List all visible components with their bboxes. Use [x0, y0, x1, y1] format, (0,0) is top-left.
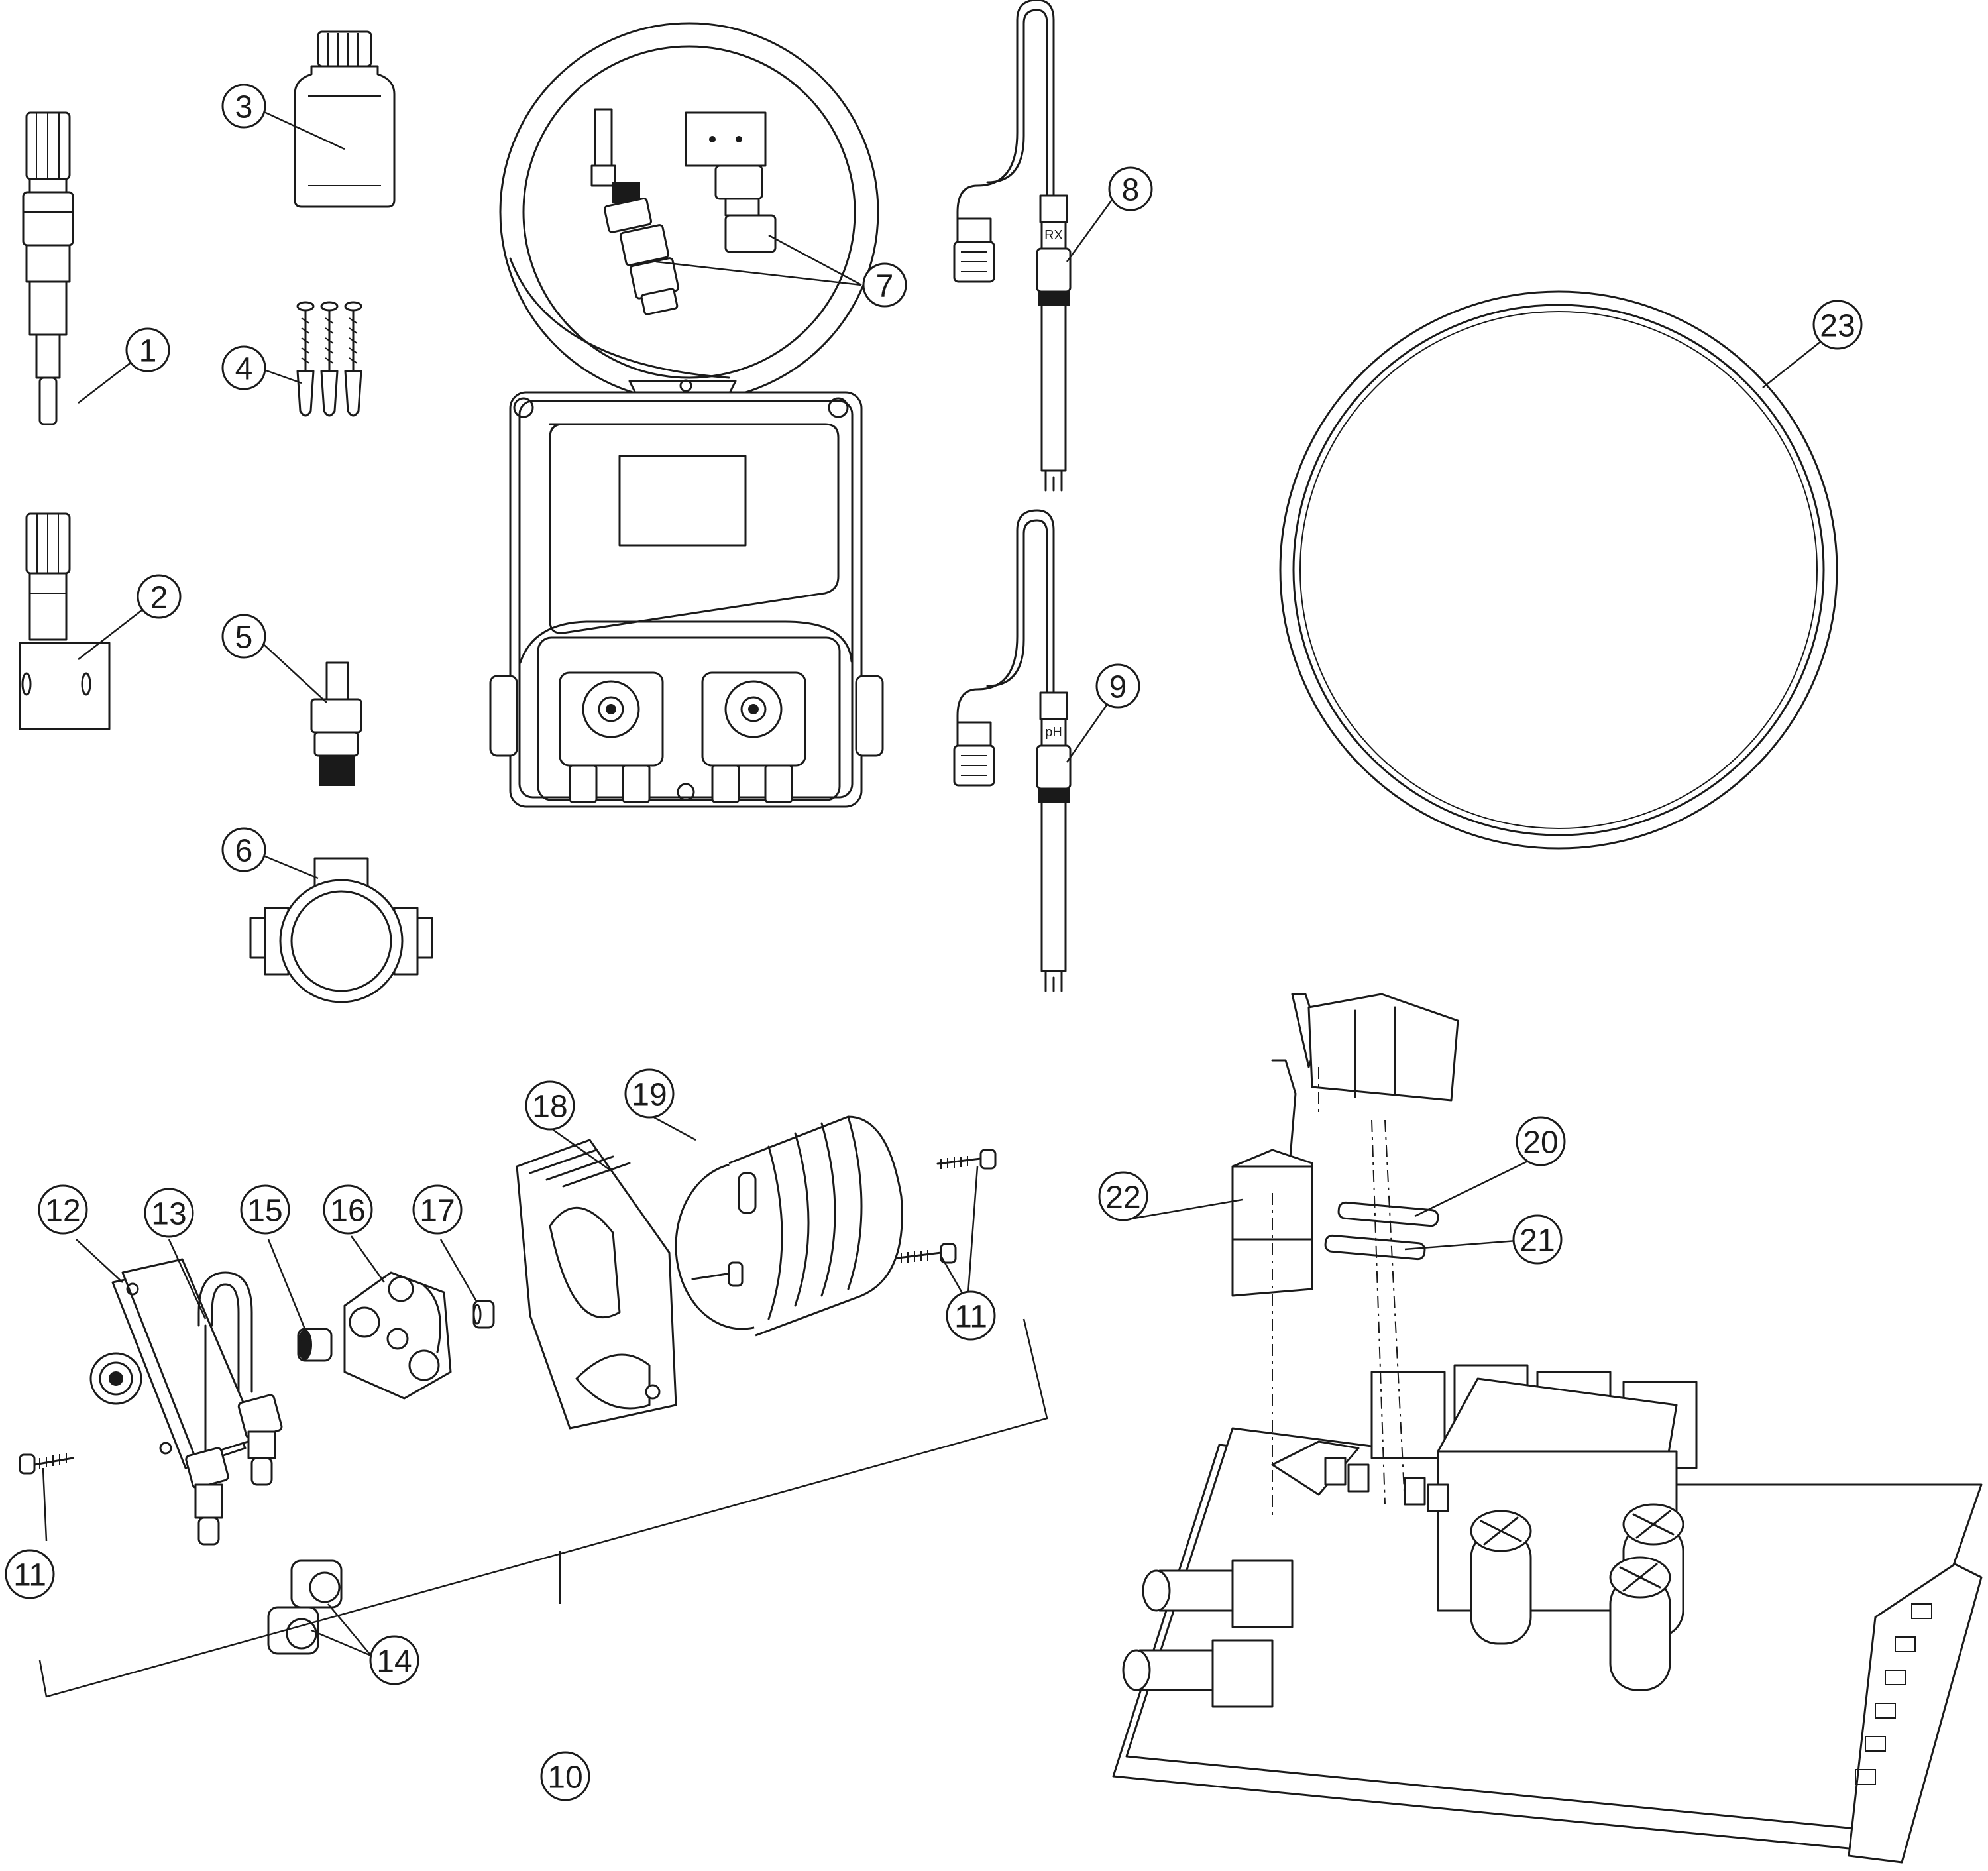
svg-text:3: 3	[235, 90, 253, 125]
callout-23: 23	[1812, 300, 1863, 350]
svg-text:20: 20	[1523, 1125, 1558, 1161]
callout-8: 8	[1108, 166, 1153, 211]
part-compression-nuts	[267, 1559, 343, 1655]
svg-text:21: 21	[1519, 1223, 1555, 1259]
svg-text:7: 7	[876, 269, 894, 304]
svg-text:23: 23	[1820, 309, 1855, 344]
part-bottle	[294, 30, 396, 208]
svg-text:13: 13	[151, 1197, 186, 1232]
callout-5: 5	[221, 614, 266, 659]
svg-text:17: 17	[419, 1194, 455, 1229]
callout-17: 17	[412, 1184, 463, 1235]
callout-11-top: 11	[946, 1290, 996, 1341]
callout-10: 10	[540, 1751, 590, 1801]
callout-20: 20	[1516, 1116, 1566, 1166]
part-relay-cover	[1271, 993, 1459, 1174]
callout-2: 2	[137, 574, 182, 619]
assembly-line	[1384, 1119, 1406, 1505]
part-pipe-saddle	[249, 857, 433, 1003]
callout-22: 22	[1098, 1171, 1148, 1221]
callout-9: 9	[1095, 663, 1140, 709]
svg-text:19: 19	[632, 1078, 667, 1113]
assembly-line	[1371, 1119, 1386, 1505]
svg-text:22: 22	[1105, 1180, 1140, 1216]
part-bearing	[297, 1328, 333, 1362]
callout-19: 19	[624, 1068, 675, 1119]
callout-4: 4	[221, 345, 266, 390]
svg-text:1: 1	[139, 334, 157, 369]
callout-11-left: 11	[5, 1549, 55, 1599]
svg-text:5: 5	[235, 620, 253, 655]
callout-15: 15	[240, 1184, 290, 1235]
callout-21: 21	[1512, 1214, 1563, 1265]
part-screws-and-plugs	[296, 301, 362, 417]
callout-18: 18	[525, 1080, 575, 1131]
part-pump-head-plate	[89, 1258, 260, 1469]
part-ph-probe: pH	[953, 509, 1072, 992]
svg-text:6: 6	[235, 834, 253, 869]
part-circuit-board	[1112, 1364, 1983, 1864]
kit-bracket	[38, 1318, 1048, 1698]
leader-lines	[42, 108, 1822, 1657]
part-motor	[675, 1115, 903, 1337]
part-tank-lid-with-holders	[499, 22, 879, 402]
callout-1: 1	[125, 327, 170, 372]
part-rx-probe: RX	[953, 0, 1072, 492]
part-injection-valve	[22, 111, 74, 425]
rx-probe-label: RX	[1044, 228, 1063, 243]
callout-14: 14	[369, 1635, 419, 1685]
part-fitting	[310, 661, 362, 786]
svg-text:12: 12	[45, 1194, 80, 1229]
callout-13: 13	[144, 1188, 194, 1238]
part-pump-cover	[516, 1139, 677, 1430]
part-screws-pump	[19, 1149, 997, 1475]
part-probe-holder-block	[19, 512, 111, 730]
svg-text:11: 11	[13, 1558, 46, 1593]
svg-text:4: 4	[235, 352, 253, 387]
svg-text:10: 10	[547, 1760, 582, 1795]
part-rotor	[343, 1271, 452, 1400]
svg-text:8: 8	[1122, 173, 1140, 208]
callout-3: 3	[221, 84, 266, 129]
part-fuse-21	[1324, 1234, 1426, 1261]
callout-12: 12	[38, 1184, 88, 1235]
ph-probe-label: pH	[1045, 725, 1062, 740]
svg-text:18: 18	[532, 1090, 567, 1125]
svg-text:15: 15	[247, 1194, 282, 1229]
part-controller-housing	[489, 379, 884, 808]
svg-text:9: 9	[1109, 670, 1127, 705]
part-pump-tube	[185, 1271, 283, 1546]
part-spacer	[472, 1300, 495, 1329]
callout-7: 7	[862, 262, 907, 308]
svg-text:16: 16	[330, 1194, 365, 1229]
svg-text:14: 14	[376, 1644, 412, 1679]
svg-text:2: 2	[150, 581, 168, 616]
callout-6: 6	[221, 827, 266, 872]
part-fuse-20	[1337, 1201, 1439, 1227]
part-ring-seal	[1279, 290, 1838, 850]
callout-16: 16	[323, 1184, 373, 1235]
svg-text:11: 11	[954, 1300, 987, 1335]
